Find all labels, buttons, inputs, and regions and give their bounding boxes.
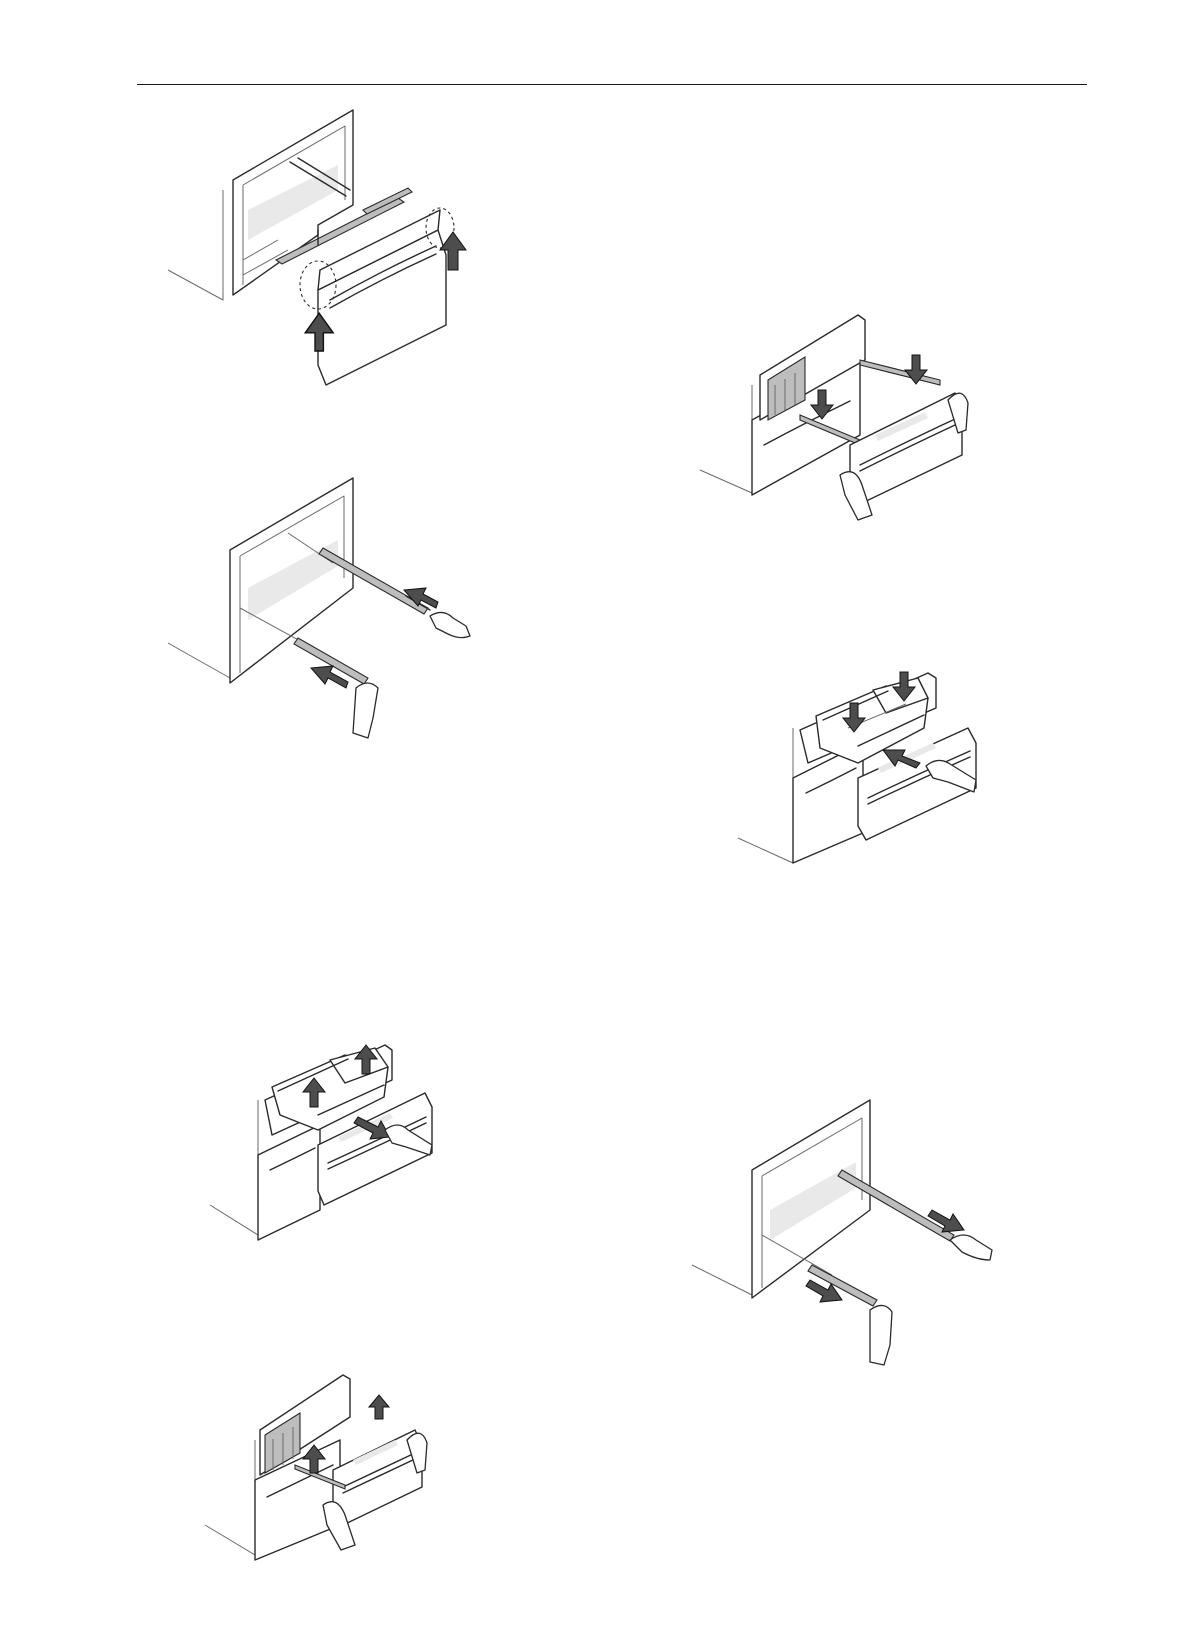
header-rule <box>137 84 1087 85</box>
illustration-drawer-lift-up <box>205 1375 455 1570</box>
illustration-bins-lift-out <box>210 1045 460 1245</box>
cabinet-icon <box>700 315 865 495</box>
arrow-up-right-icon <box>369 1395 389 1419</box>
hand-lower-icon <box>870 1305 892 1365</box>
cabinet-icon <box>205 1375 350 1560</box>
hand-upper-icon <box>950 1235 992 1260</box>
drawer-front-icon <box>850 393 962 505</box>
hand-lower-icon <box>353 683 378 738</box>
illustration-drawer-lift-front <box>168 110 513 405</box>
illustration-rails-push-in <box>168 478 498 778</box>
bins-icon <box>272 1048 388 1130</box>
illustration-bins-insert <box>738 668 1008 868</box>
cabinet-icon <box>692 1100 870 1298</box>
cabinet-icon <box>168 478 353 683</box>
illustration-rails-pull-out <box>692 1100 1012 1370</box>
hand-upper-icon <box>430 612 470 637</box>
illustration-drawer-place-down <box>700 315 1010 525</box>
